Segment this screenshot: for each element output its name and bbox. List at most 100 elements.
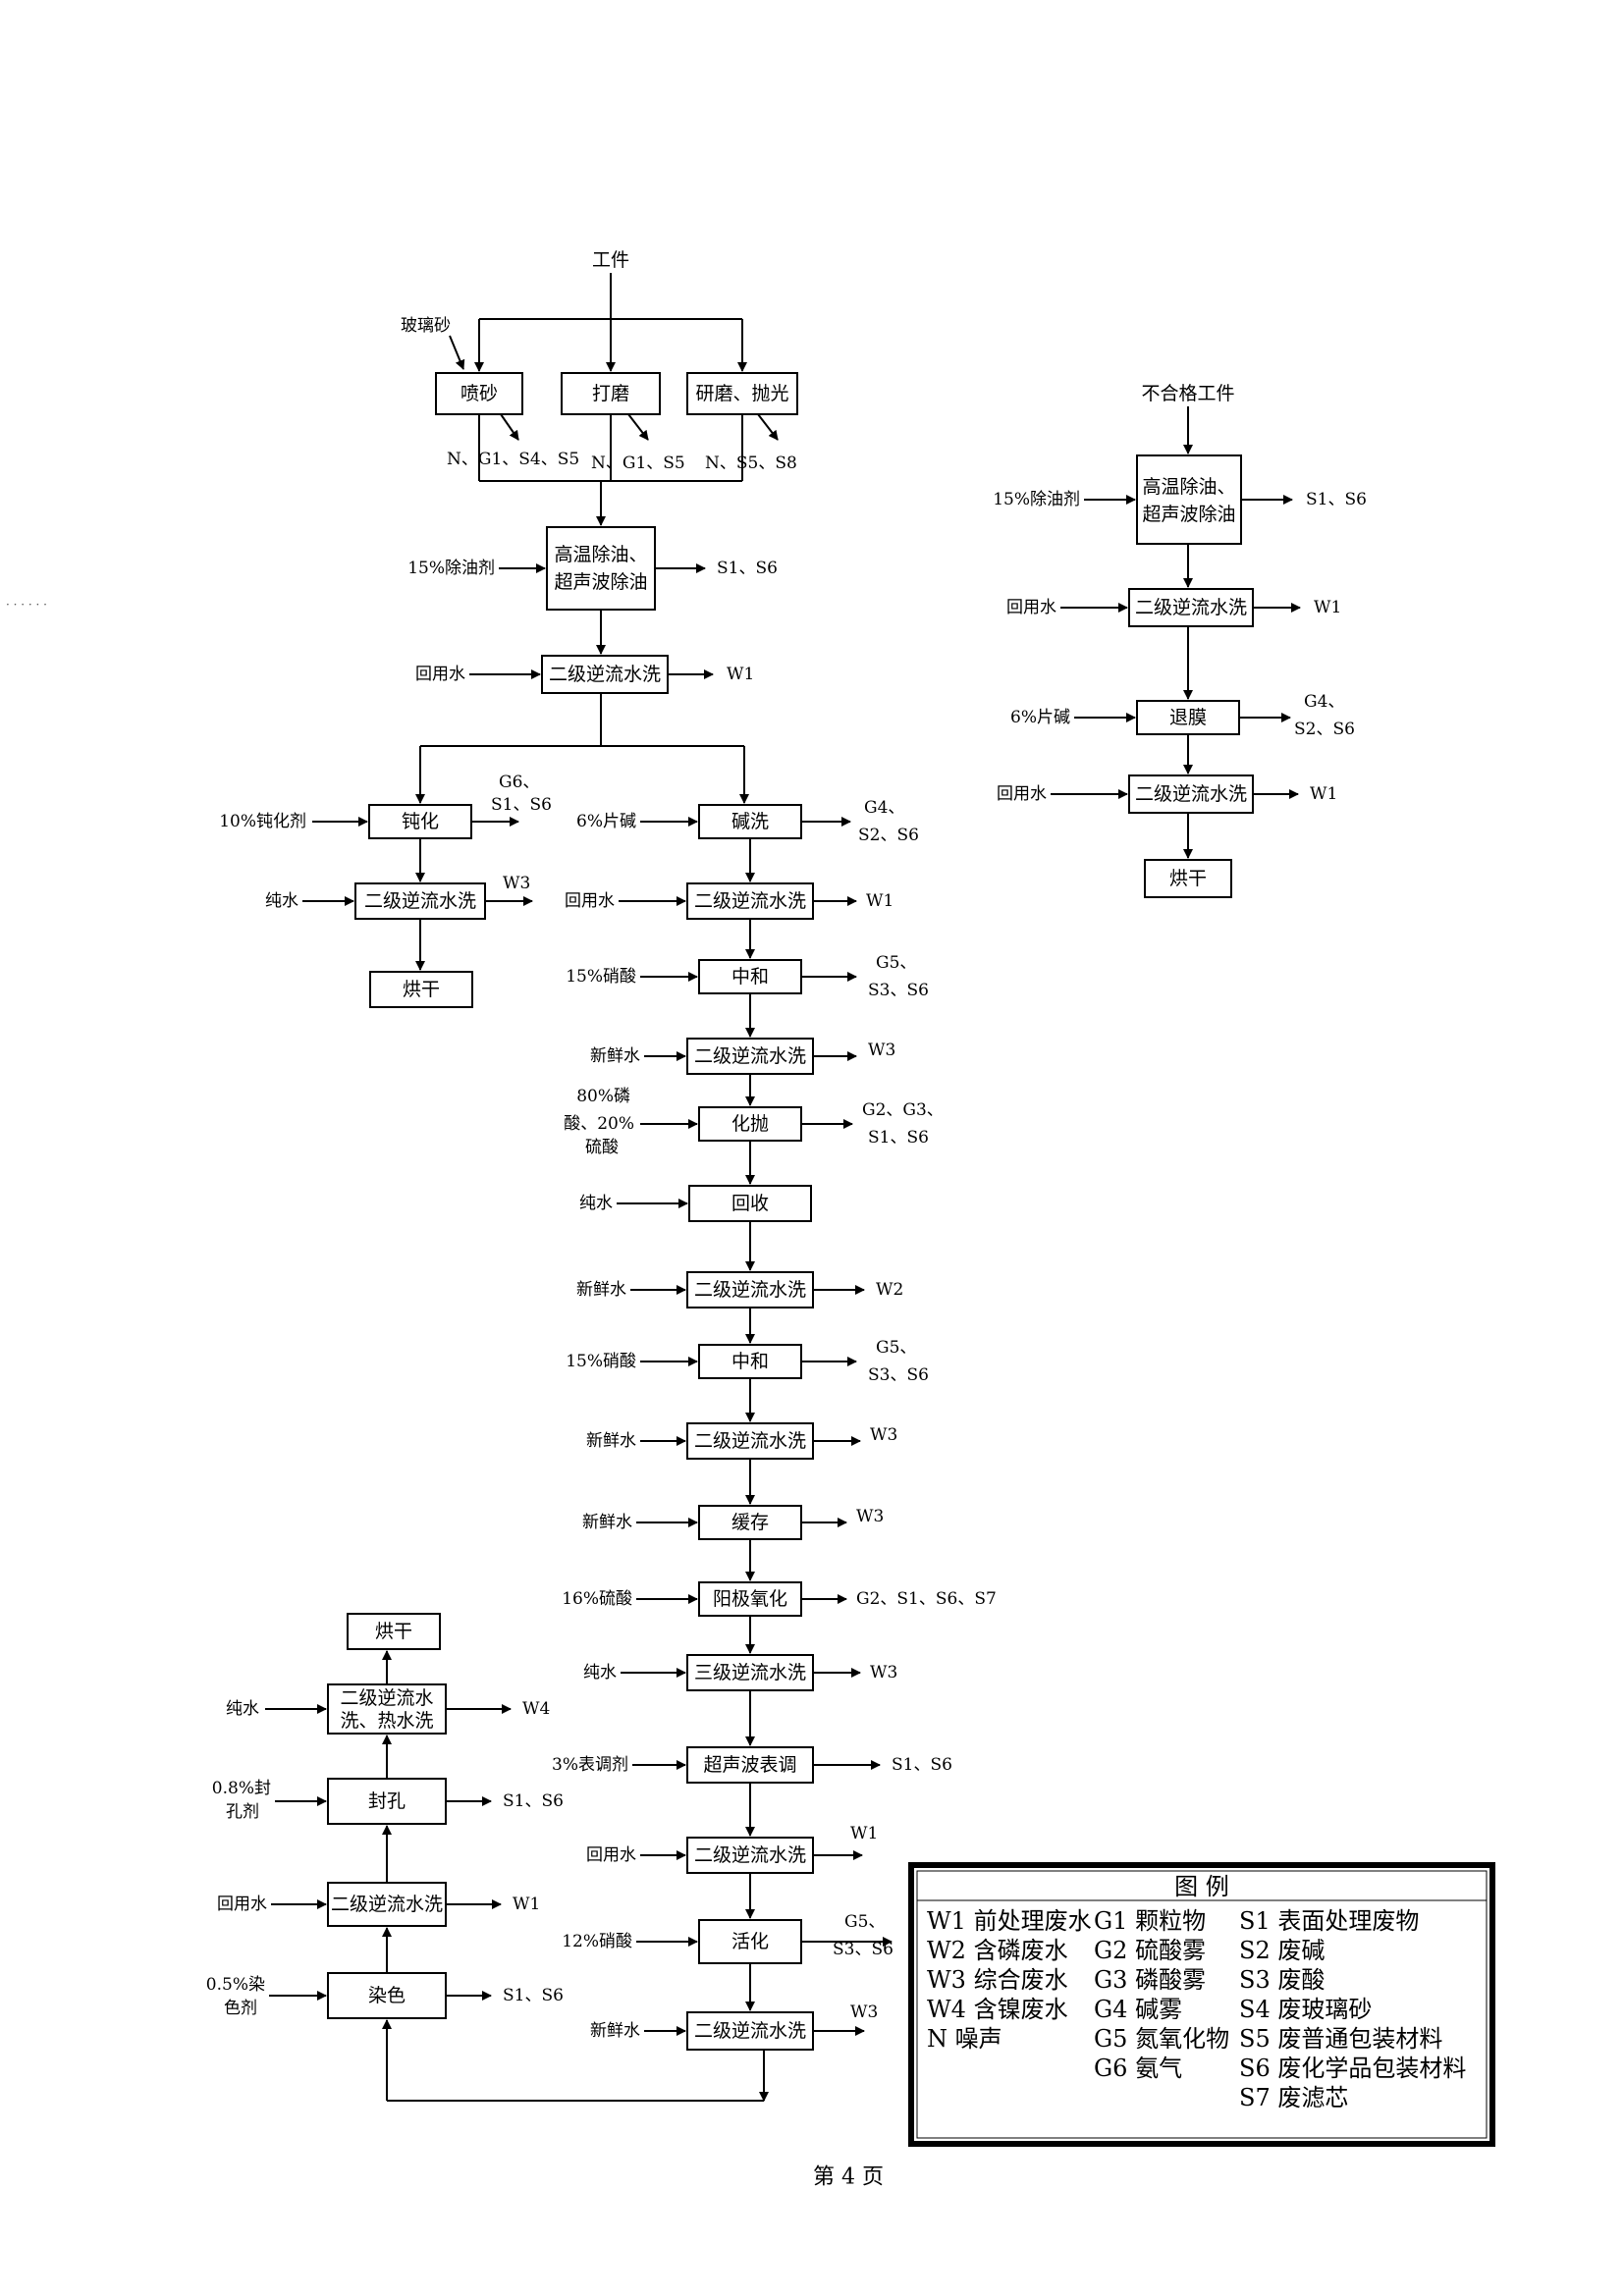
anodize-box (698, 1581, 802, 1617)
main-wash-7-input: 新鲜水 (590, 2021, 640, 2041)
passivation-box (368, 804, 472, 839)
strip-output-1: G4、 (1304, 692, 1344, 712)
legend-item: S7 废滤芯 (1239, 2084, 1348, 2111)
chemical-polish-input-3: 硫酸 (585, 1138, 619, 1157)
passivation-dry-box (369, 971, 473, 1008)
pre-wash-label: 二级逆流水洗 (549, 664, 661, 685)
page-number: 第 4 页 (813, 2165, 884, 2190)
legend-title: 图 例 (1174, 1873, 1229, 1900)
hot-wash-label-2: 洗、热水洗 (340, 1710, 433, 1732)
legend-item: S4 废玻璃砂 (1239, 1996, 1372, 2023)
legend-item: S1 表面处理废物 (1239, 1907, 1419, 1935)
strip-label: 退膜 (1169, 707, 1207, 728)
left-dry-box (347, 1613, 441, 1650)
neutralize-2-output-2: S3、S6 (868, 1365, 929, 1385)
ultrasonic-conditioning-input: 3%表调剂 (552, 1755, 628, 1775)
buffer-input: 新鲜水 (582, 1513, 632, 1532)
passivation-wash-box (354, 882, 486, 920)
alkali-wash-output-2: S2、S6 (858, 826, 919, 845)
main-input-label: 工件 (592, 249, 629, 271)
hot-wash-label-1: 二级逆流水 (340, 1687, 433, 1709)
reject-degrease-input: 15%除油剂 (993, 490, 1080, 509)
sandblast-outputs: N、G1、S4、S5 (447, 450, 579, 469)
activation-label: 活化 (731, 1931, 769, 1952)
main-wash-2-box (686, 1038, 814, 1075)
neutralize-1-output-1: G5、 (876, 953, 916, 973)
legend-item: G5 氮氧化物 (1094, 2025, 1229, 2053)
main-wash-3-output: W2 (876, 1280, 903, 1300)
main-wash-2-input: 新鲜水 (590, 1046, 640, 1066)
ultrasonic-conditioning-box (686, 1746, 814, 1784)
dye-label: 染色 (368, 1985, 406, 2006)
activation-input: 12%硝酸 (562, 1932, 632, 1951)
chemical-polish-input-2: 酸、20% (564, 1114, 634, 1134)
legend-item: W1 前处理废水 (927, 1907, 1092, 1935)
main-wash-3-input: 新鲜水 (576, 1280, 626, 1300)
left-wash-output: W1 (513, 1895, 540, 1914)
main-wash-7-label: 二级逆流水洗 (694, 2020, 806, 2042)
polish-box (686, 372, 798, 415)
main-wash-6-output: W1 (850, 1824, 878, 1843)
activation-output-2: S3、S6 (833, 1940, 893, 1959)
main-wash-7-box (686, 2011, 814, 2051)
dye-input-1: 0.5%染 (206, 1975, 265, 1995)
passivation-dry-label: 烘干 (403, 979, 440, 1000)
scan-dots: · · · · · · (6, 598, 47, 612)
main-wash-4-input: 新鲜水 (586, 1431, 636, 1451)
seal-label: 封孔 (368, 1790, 406, 1812)
neutralize-1-box (698, 959, 802, 994)
legend-item: W3 综合废水 (927, 1966, 1068, 1994)
neutralize-2-output-1: G5、 (876, 1338, 916, 1358)
main-wash-7-output: W3 (850, 2002, 878, 2022)
neutralize-1-label: 中和 (731, 966, 769, 988)
seal-output: S1、S6 (503, 1791, 564, 1811)
left-dry-label: 烘干 (375, 1621, 412, 1642)
legend-item: W2 含磷废水 (927, 1937, 1068, 1964)
passivation-label: 钝化 (402, 811, 439, 832)
sandblast-box (435, 372, 523, 415)
anodize-output: G2、S1、S6、S7 (856, 1589, 997, 1609)
reject-wash-2-input: 回用水 (997, 784, 1047, 804)
legend-item: S3 废酸 (1239, 1966, 1325, 1994)
legend-item: S6 废化学品包装材料 (1239, 2055, 1466, 2082)
main-wash-6-label: 二级逆流水洗 (694, 1844, 806, 1866)
passivation-output-2: S1、S6 (491, 795, 552, 815)
degrease-label-2: 超声波除油 (554, 571, 647, 593)
neutralize-2-box (698, 1344, 802, 1379)
legend-item: G6 氨气 (1094, 2055, 1182, 2082)
passivation-wash-label: 二级逆流水洗 (364, 890, 476, 912)
pre-wash-box (541, 655, 669, 694)
reject-input-label: 不合格工件 (1141, 383, 1234, 404)
reject-wash-1-input: 回用水 (1006, 598, 1056, 617)
main-wash-3-box (686, 1271, 814, 1308)
recovery-input: 纯水 (579, 1194, 613, 1213)
seal-box (327, 1778, 447, 1825)
main-wash-1-output: W1 (866, 891, 893, 911)
main-wash-5-input: 纯水 (583, 1663, 617, 1682)
main-wash-1-box (686, 882, 814, 920)
main-wash-2-output: W3 (868, 1041, 895, 1060)
main-wash-4-box (686, 1422, 814, 1460)
legend-item: S5 废普通包装材料 (1239, 2025, 1442, 2053)
main-wash-2-label: 二级逆流水洗 (694, 1045, 806, 1067)
reject-degrease-label-1: 高温除油、 (1142, 476, 1235, 498)
strip-output-2: S2、S6 (1294, 720, 1355, 739)
glass-sand-label: 玻璃砂 (401, 316, 451, 336)
reject-dry-label: 烘干 (1169, 868, 1207, 889)
reject-wash-2-output: W1 (1310, 784, 1337, 804)
dye-output: S1、S6 (503, 1986, 564, 2005)
reject-degrease-box (1136, 454, 1242, 545)
chemical-polish-output-1: G2、G3、 (862, 1100, 944, 1120)
legend-item: G4 碱雾 (1094, 1996, 1182, 2023)
passivation-output-1: G6、 (499, 773, 539, 792)
reject-degrease-output: S1、S6 (1306, 490, 1367, 509)
alkali-wash-input: 6%片碱 (576, 812, 636, 831)
neutralize-1-output-2: S3、S6 (868, 981, 929, 1000)
main-wash-3-label: 二级逆流水洗 (694, 1279, 806, 1301)
legend-item: N 噪声 (927, 2025, 1002, 2053)
buffer-box (698, 1505, 802, 1540)
passivation-wash-output: W3 (503, 874, 530, 893)
legend-item: G2 硫酸雾 (1094, 1937, 1206, 1964)
alkali-wash-label: 碱洗 (731, 811, 769, 832)
